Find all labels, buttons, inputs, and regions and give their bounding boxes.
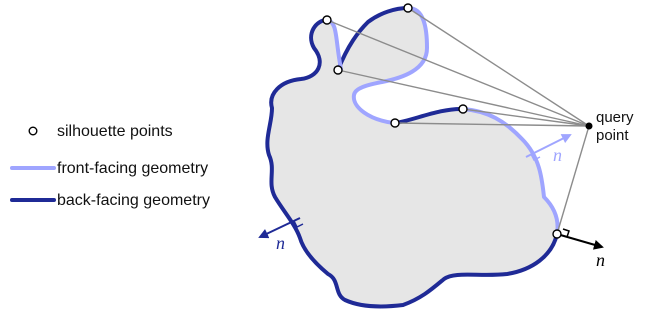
legend-back-label: back-facing geometry: [57, 192, 210, 209]
ray-head-top: [407, 7, 590, 127]
normal-right-label: n: [596, 250, 605, 270]
back-facing-bottom: [265, 18, 559, 309]
ray-back-hump: [462, 108, 590, 127]
query-label-line2: point: [596, 127, 629, 144]
ray-tail: [556, 125, 590, 235]
silhouette-points: [322, 3, 562, 239]
bunny-shape: [267, 8, 559, 307]
right-angle-marker-middle: [530, 153, 541, 162]
legend-silhouette-icon: [28, 126, 38, 136]
normal-right-arrow: [556, 233, 604, 250]
normal-right-group: [556, 228, 604, 250]
back-facing-back: [393, 106, 465, 125]
silhouette-point: [390, 118, 400, 128]
right-angle-marker-right: [562, 228, 570, 238]
ray-back-left: [394, 122, 590, 127]
query-point-marker: [585, 122, 593, 130]
silhouette-point: [322, 15, 332, 25]
normal-middle-label: n: [553, 145, 562, 165]
silhouette-point: [403, 3, 413, 13]
normal-left-arrow: [258, 217, 301, 239]
query-label-line1: query: [596, 109, 634, 126]
ray-ear-base: [337, 69, 590, 127]
back-facing-ear: [336, 6, 410, 72]
legend: silhouette points front-facing geometry …: [10, 123, 210, 209]
legend-silhouette-label: silhouette points: [57, 123, 173, 140]
silhouette-point: [333, 65, 343, 75]
legend-front-label: front-facing geometry: [57, 160, 208, 177]
normal-left-label: n: [276, 233, 285, 253]
front-facing-back: [461, 107, 560, 236]
normal-middle-group: [525, 134, 572, 162]
silhouette-point: [458, 104, 468, 114]
ray-ear-tip: [326, 19, 590, 127]
rays: [326, 7, 590, 235]
front-facing-head: [351, 6, 429, 125]
right-angle-marker-left: [293, 220, 304, 229]
silhouette-point: [552, 229, 562, 239]
normal-middle-arrow: [525, 134, 572, 158]
normal-left-group: [258, 217, 304, 239]
